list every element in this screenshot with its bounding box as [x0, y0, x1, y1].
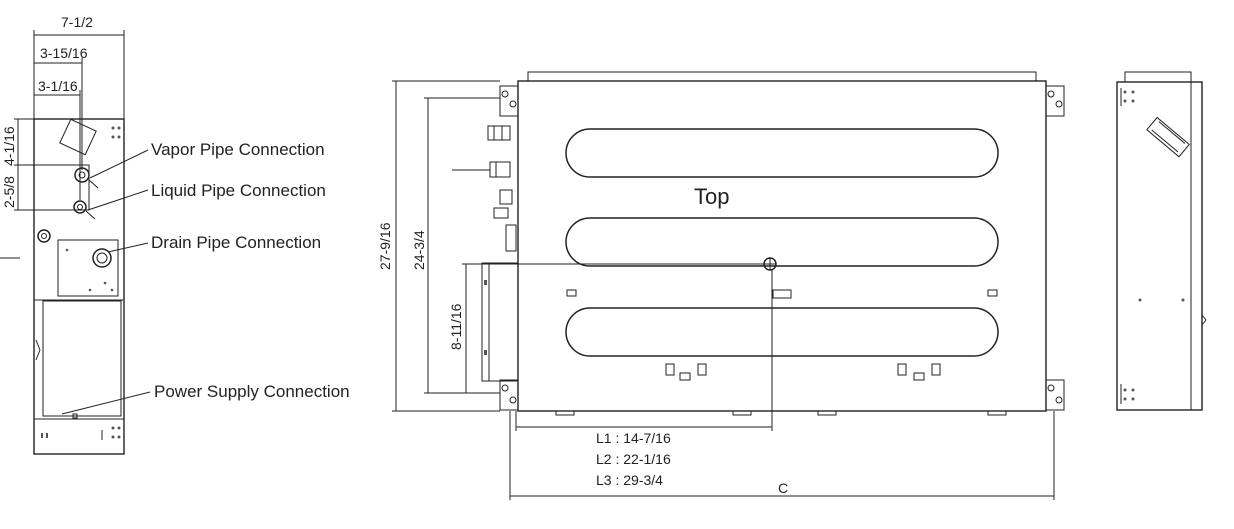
- dim-height-inner: 24-3/4: [411, 230, 427, 270]
- callout-power-supply: Power Supply Connection: [154, 382, 350, 401]
- dim-height-upper: 4-1/16: [1, 126, 17, 166]
- side-view: 7-1/2 3-15/16 3-1/16 4-1/16 2-5/8 Vapor …: [0, 14, 350, 455]
- callout-liquid-pipe: Liquid Pipe Connection: [151, 181, 326, 200]
- top-view: Top 27-9/16 24-3/4 8-11/16 L1 : 14-7/: [377, 71, 1065, 500]
- dim-c: C: [778, 480, 788, 496]
- callout-vapor-pipe: Vapor Pipe Connection: [151, 140, 325, 159]
- top-label: Top: [694, 184, 729, 209]
- dim-height-lower: 2-5/8: [1, 176, 17, 208]
- dim-height-box: 8-11/16: [448, 303, 464, 350]
- dim-height-total: 27-9/16: [377, 222, 393, 270]
- dim-liquid-offset: 3-1/16: [38, 78, 78, 94]
- dim-l1: L1 : 14-7/16: [596, 430, 671, 446]
- dim-l3: L3 : 29-3/4: [596, 472, 663, 488]
- dim-l2: L2 : 22-1/16: [596, 451, 671, 467]
- end-view: [1116, 71, 1207, 411]
- corner-brackets: [499, 85, 1065, 411]
- dim-vapor-offset: 3-15/16: [40, 45, 88, 61]
- callout-drain-pipe: Drain Pipe Connection: [151, 233, 321, 252]
- dim-width-total: 7-1/2: [61, 14, 93, 30]
